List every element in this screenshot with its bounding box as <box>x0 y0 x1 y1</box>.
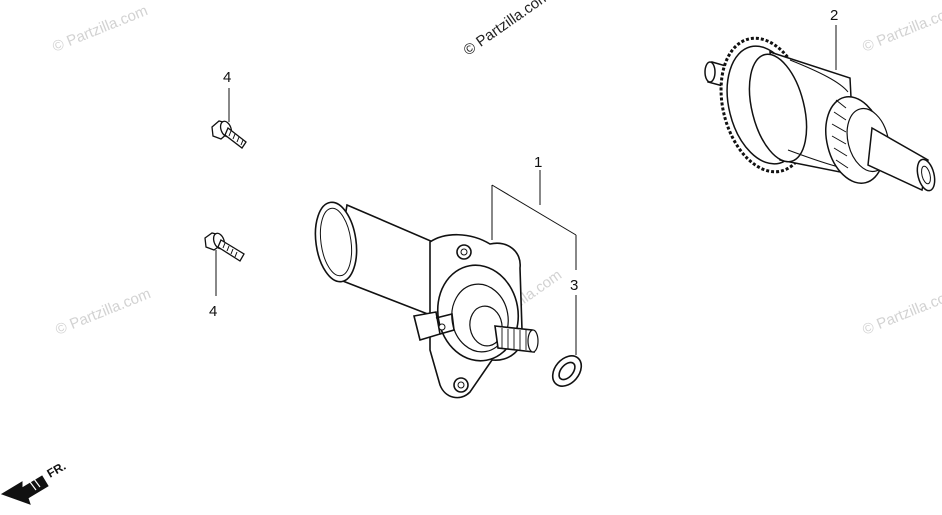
callout-o-ring: 3 <box>570 277 578 294</box>
front-arrow-icon <box>0 475 49 505</box>
watermark-mid-left: © Partzilla.com <box>53 285 153 339</box>
watermark-top-left: © Partzilla.com <box>50 2 150 56</box>
watermark-top-center: © Partzilla.com <box>461 0 554 59</box>
clutch-gear-assembly <box>704 25 936 192</box>
callout-starter-motor: 1 <box>534 154 542 171</box>
callout-clutch-gear: 2 <box>830 7 838 24</box>
o-ring <box>551 355 583 387</box>
watermark-mid-right: © Partzilla.com <box>860 285 942 339</box>
front-direction-label: FR. <box>45 459 69 481</box>
watermark-top-right: © Partzilla.com <box>860 2 942 56</box>
callout-bracket <box>491 170 577 355</box>
bolt-bottom <box>204 232 245 296</box>
callout-bolt-bottom: 4 <box>209 303 217 320</box>
starter-motor <box>314 201 539 399</box>
bolt-top <box>211 88 247 149</box>
callout-bolt-top: 4 <box>223 69 231 86</box>
